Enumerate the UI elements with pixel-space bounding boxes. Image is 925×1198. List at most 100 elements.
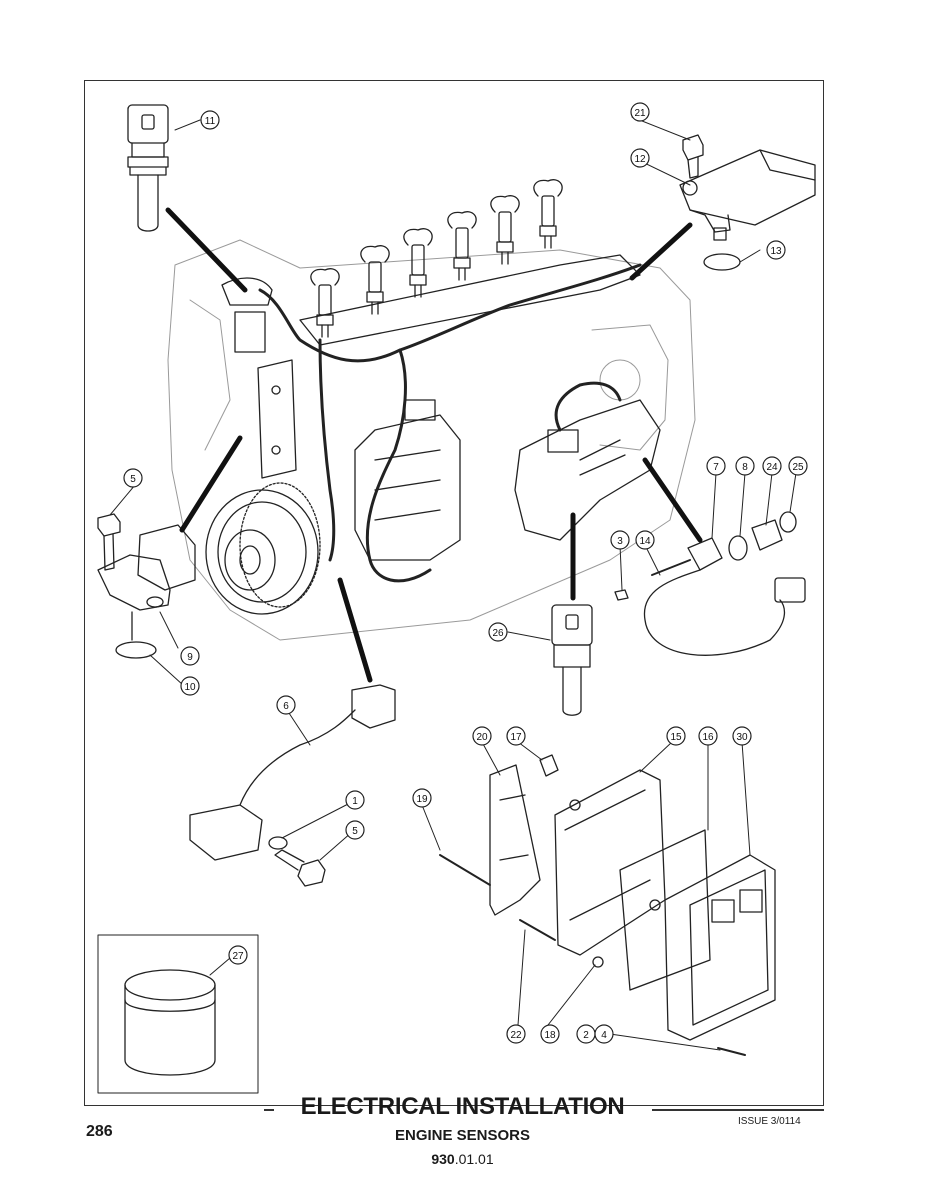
- ecu-plate-15: [554, 769, 666, 956]
- fuel-temp-sensor-26: [551, 604, 593, 716]
- svg-text:11: 11: [205, 116, 216, 127]
- leader-lines: [109, 116, 797, 1051]
- svg-text:16: 16: [702, 732, 714, 743]
- svg-text:2: 2: [583, 1030, 589, 1041]
- wiring-harness: [258, 263, 642, 583]
- callout-17: 17: [506, 726, 526, 746]
- callout-25: 25: [788, 456, 808, 476]
- callout-16: 16: [698, 726, 718, 746]
- title-rule-left: [264, 1109, 274, 1111]
- washer-1: [268, 836, 288, 850]
- fuel-module: [514, 399, 661, 541]
- svg-text:17: 17: [510, 732, 522, 743]
- bolt-2-4: [717, 1047, 746, 1056]
- ecu-bracket-20: [489, 764, 541, 916]
- hp-pump: [354, 399, 461, 561]
- speed-sensor-14: [643, 537, 806, 656]
- callout-8: 8: [735, 456, 755, 476]
- callout-24: 24: [762, 456, 782, 476]
- page-number: 286: [86, 1123, 113, 1140]
- ecu-30: [664, 854, 776, 1041]
- svg-text:3: 3: [617, 536, 623, 547]
- inset-box: [97, 934, 259, 1094]
- callout-15: 15: [666, 726, 686, 746]
- grease-tub-27: [124, 969, 216, 1076]
- injector: [447, 211, 477, 281]
- page-subtitle: ENGINE SENSORS: [394, 1127, 531, 1144]
- spacer-24: [751, 519, 783, 551]
- callout-5-top: 5: [123, 468, 143, 488]
- callout-7: 7: [706, 456, 726, 476]
- svg-text:10: 10: [184, 682, 196, 693]
- injector: [533, 179, 563, 249]
- injector: [490, 195, 520, 265]
- svg-text:7: 7: [713, 462, 719, 473]
- section-code: 930.01.01: [0, 1151, 925, 1167]
- injector: [360, 245, 390, 315]
- svg-text:19: 19: [416, 794, 428, 805]
- leader-thick: [165, 207, 248, 293]
- svg-text:20: 20: [476, 732, 488, 743]
- section-code-major: 930: [431, 1151, 455, 1167]
- nut-18: [592, 956, 604, 968]
- injector: [403, 228, 433, 298]
- bolt-5b: [274, 849, 326, 887]
- callout-2: 2: [576, 1024, 596, 1044]
- callout-18: 18: [540, 1024, 560, 1044]
- svg-text:21: 21: [634, 108, 646, 119]
- callout-11: 11: [200, 110, 220, 130]
- o-ring-13: [703, 253, 741, 271]
- nut-3: [614, 589, 629, 601]
- cam-sensor-9: [97, 524, 196, 641]
- callout-20: 20: [472, 726, 492, 746]
- section-code-minor: .01.01: [454, 1151, 494, 1167]
- callout-4: 4: [594, 1024, 614, 1044]
- callout-21: 21: [630, 102, 650, 122]
- callout-13: 13: [766, 240, 786, 260]
- engine-mount-bracket: [221, 277, 297, 479]
- svg-text:1: 1: [352, 796, 358, 807]
- issue-label: ISSUE 3/0114: [738, 1116, 801, 1127]
- bolt-21: [682, 134, 704, 179]
- o-ring-25: [779, 511, 797, 533]
- svg-text:5: 5: [352, 826, 358, 837]
- gasket-16: [619, 829, 711, 991]
- fuel-injectors: [299, 179, 641, 346]
- crank-sensor-6: [189, 684, 396, 861]
- callout-9: 9: [180, 646, 200, 666]
- svg-text:27: 27: [232, 951, 244, 962]
- callouts: 11 21 12 13 5 9 10 7 8 24 25 3 14 26 6 1…: [123, 102, 808, 1044]
- callout-19: 19: [412, 788, 432, 808]
- callout-12: 12: [630, 148, 650, 168]
- svg-text:12: 12: [634, 154, 646, 165]
- callout-6: 6: [276, 695, 296, 715]
- crank-pulley: [205, 482, 321, 615]
- callout-30: 30: [732, 726, 752, 746]
- callout-3: 3: [610, 530, 630, 550]
- svg-text:8: 8: [742, 462, 748, 473]
- svg-text:9: 9: [187, 652, 193, 663]
- page-title: ELECTRICAL INSTALLATION: [300, 1093, 625, 1120]
- svg-text:5: 5: [130, 474, 136, 485]
- bolt-19: [439, 854, 491, 886]
- svg-text:15: 15: [670, 732, 682, 743]
- svg-text:25: 25: [792, 462, 804, 473]
- stud-22: [519, 919, 556, 941]
- svg-text:26: 26: [492, 628, 504, 639]
- title-rule-right: [652, 1109, 824, 1111]
- boost-sensor-12: [679, 149, 816, 241]
- callout-26: 26: [488, 622, 508, 642]
- svg-text:22: 22: [510, 1030, 522, 1041]
- svg-text:4: 4: [601, 1030, 607, 1041]
- grommet-17: [539, 754, 559, 777]
- callout-22: 22: [506, 1024, 526, 1044]
- callout-14: 14: [635, 530, 655, 550]
- callout-5-bottom: 5: [345, 820, 365, 840]
- callout-1: 1: [345, 790, 365, 810]
- bolt-5: [97, 513, 121, 571]
- o-ring-8: [728, 535, 748, 561]
- callout-27: 27: [228, 945, 248, 965]
- svg-text:14: 14: [639, 536, 651, 547]
- svg-text:6: 6: [283, 701, 289, 712]
